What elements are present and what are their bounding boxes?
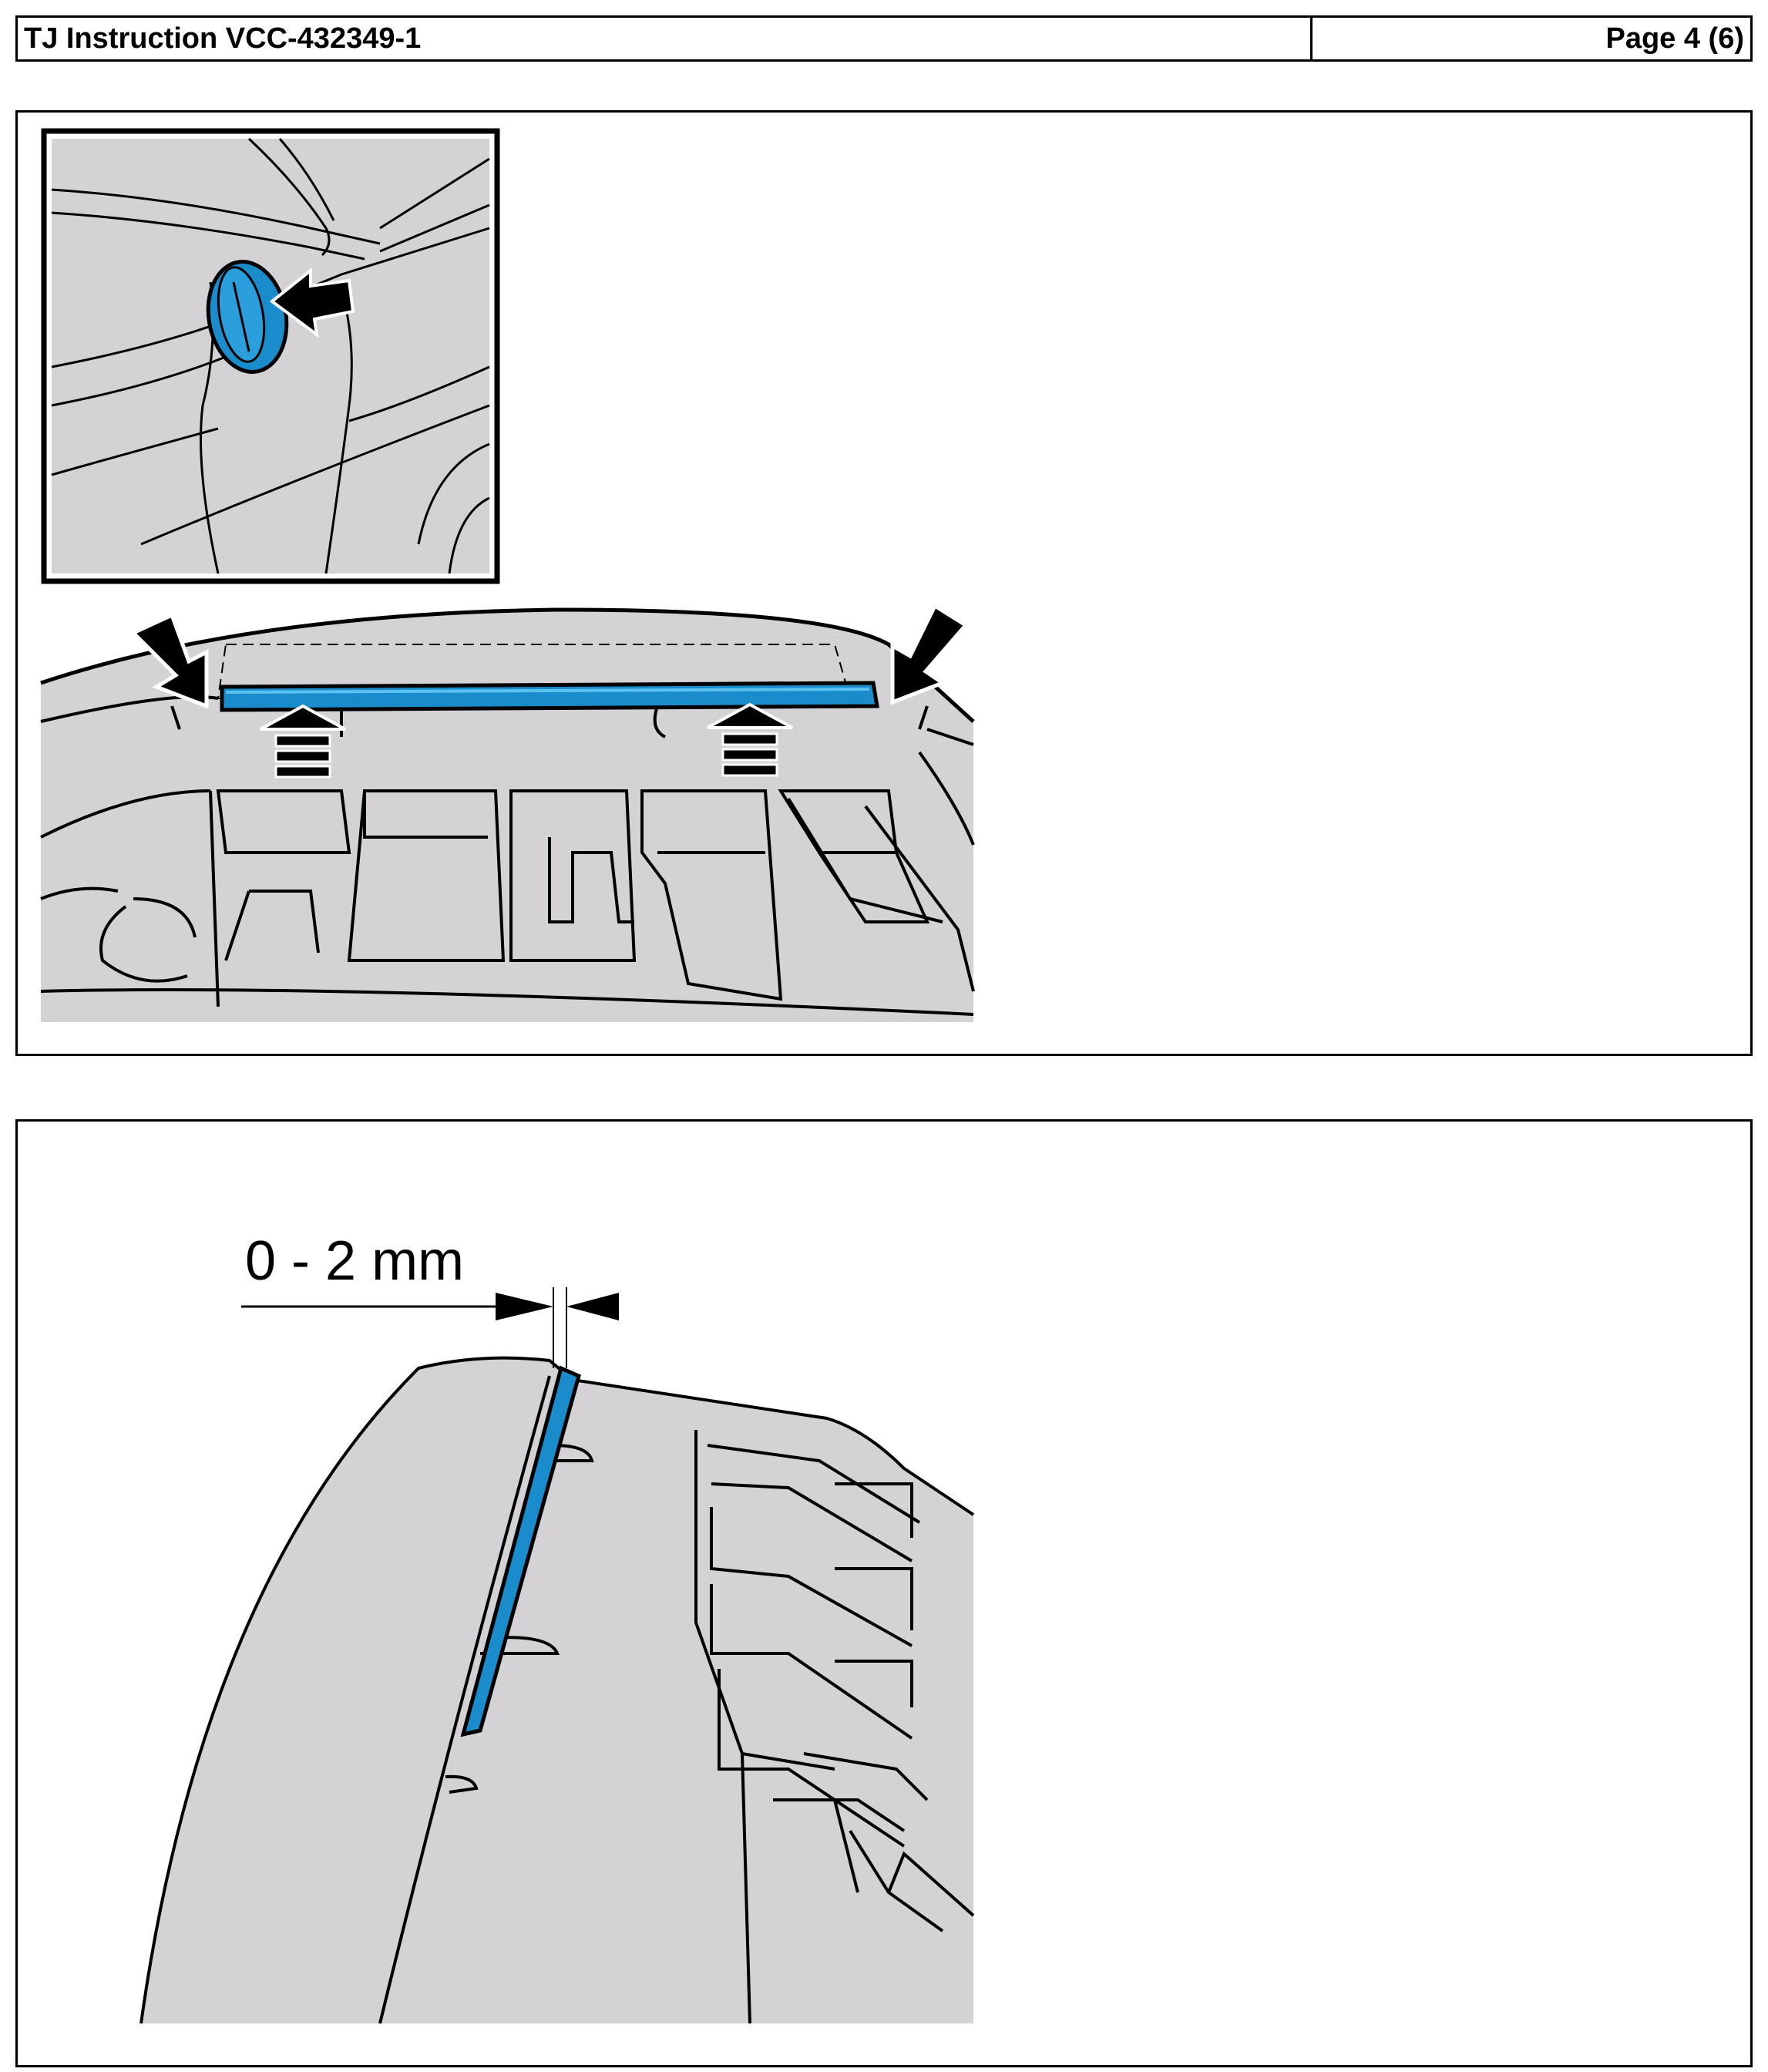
page-number: Page 4 (6): [1605, 22, 1744, 55]
dimension-label: 0 - 2 mm: [245, 1230, 465, 1292]
spoiler-bottom-view: [40, 603, 975, 1022]
dimension-indicator: [241, 1287, 619, 1368]
push-up-arrow-icon: [707, 702, 793, 777]
figure-panel-2: 0 - 2 mm: [15, 1119, 1753, 2067]
clip-knob-icon: [206, 260, 289, 374]
document-header: TJ Instruction VCC-432349-1 Page 4 (6): [15, 15, 1753, 62]
figure-1-illustration: [40, 128, 975, 1022]
push-up-arrow-icon: [260, 704, 346, 779]
arrow-icon: [129, 612, 209, 709]
figure-2-illustration: [139, 1287, 975, 2024]
arrow-icon: [890, 603, 969, 705]
document-title: TJ Instruction VCC-432349-1: [18, 18, 1313, 59]
figure-panel-1: [15, 110, 1753, 1056]
blue-seal-strip: [220, 681, 879, 712]
blue-seal-strip: [460, 1365, 581, 1737]
spoiler-side-view: [139, 1356, 975, 2024]
arrow-icon: [269, 267, 355, 338]
inset-detail-view: [41, 128, 500, 584]
